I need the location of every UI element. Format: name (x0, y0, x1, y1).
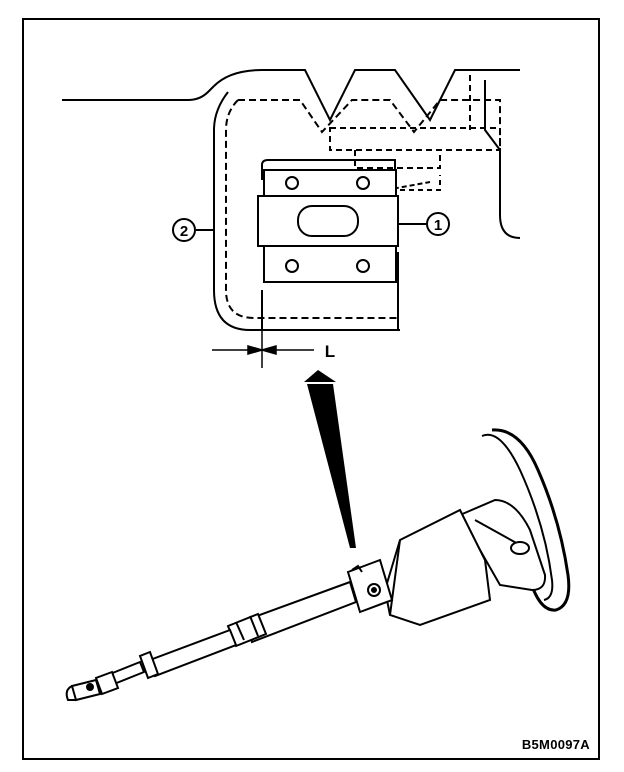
view-arrow (304, 370, 356, 548)
bolt-hole-tr (356, 176, 370, 190)
mounting-plate (257, 169, 399, 283)
bracket-top-dashed (238, 99, 501, 180)
inner-box-a (329, 127, 501, 151)
dimension-label: L (325, 342, 335, 361)
bolt-hole-bl (285, 259, 299, 273)
upper-shaft (244, 580, 358, 644)
lower-shaft (148, 628, 238, 678)
figure-code: B5M0097A (521, 737, 590, 752)
plate-frame-top (261, 159, 396, 195)
steering-column (65, 428, 571, 702)
dimension-L: L (212, 290, 335, 368)
callout-2: 2 (172, 218, 214, 242)
callout-1: 1 (398, 212, 450, 236)
bracket-inner-dashed (225, 99, 398, 319)
bracket-outer-left (213, 91, 400, 331)
yoke (70, 678, 102, 702)
inner-box-b (354, 150, 441, 169)
steering-wheel (491, 428, 571, 612)
bolt-hole-tl (285, 176, 299, 190)
hub-boss (510, 541, 530, 555)
floor-line (62, 85, 215, 101)
bracket-outer-top (213, 69, 520, 123)
steering-wheel-inner (481, 433, 554, 601)
shaft-collar (138, 650, 160, 680)
callout-1-number: 1 (434, 217, 442, 234)
universal-joint (94, 670, 120, 696)
plate-slot (297, 205, 359, 237)
bracket-right (484, 80, 521, 239)
callout-2-number: 2 (180, 223, 188, 240)
bolt-hole-br (356, 259, 370, 273)
